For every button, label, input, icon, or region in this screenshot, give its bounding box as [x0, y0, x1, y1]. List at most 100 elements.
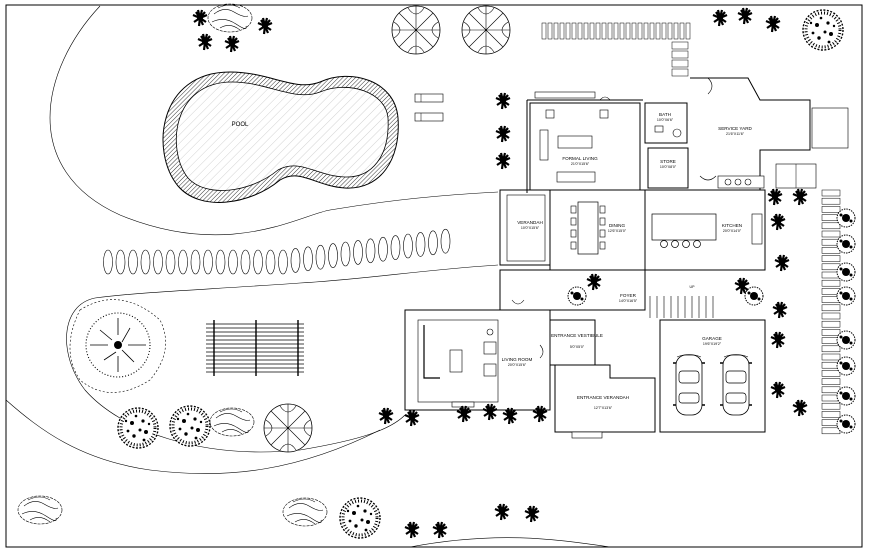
room-label-entrance-vestibule: ENTRANCE VESTIBULE 5'0"X5'0": [551, 333, 603, 349]
room-label-store: STORE 10'0"X8'0": [660, 159, 677, 169]
stepping-stone: [140, 249, 151, 275]
palm-plant: [523, 504, 541, 524]
stepping-stone: [340, 241, 351, 267]
stepping-stone: [115, 249, 126, 275]
paving-block: [821, 189, 841, 197]
svg-text:19'6"X19'2": 19'6"X19'2": [703, 342, 722, 346]
stepping-stone: [128, 249, 138, 275]
svg-text:VERANDAH: VERANDAH: [517, 220, 543, 225]
paving-block: [671, 59, 689, 68]
palm-plant: [494, 91, 512, 111]
room-label-verandah: VERANDAH 10'0"X15'6": [517, 220, 543, 230]
palm-plant: [791, 398, 809, 418]
palm-plant: [431, 520, 449, 540]
room-label-dining: DINING 12'6"X15'0": [608, 223, 627, 233]
room-label-formal-living: FORMAL LIVING 21'0"X15'6": [562, 156, 598, 166]
paving-block: [671, 41, 689, 50]
svg-text:FORMAL LIVING: FORMAL LIVING: [562, 156, 598, 161]
stepping-stone: [290, 248, 301, 273]
dining-chair: [599, 229, 606, 238]
house-plan: SERVICE YARD 21'6"X11'6" BATH 10'0"X6'6"…: [404, 77, 849, 439]
room-label-garage: GARAGE 19'6"X19'2": [702, 336, 722, 346]
paving-block: [821, 247, 841, 254]
paving-block: [565, 22, 571, 40]
paving-block: [821, 222, 841, 230]
dining-chair: [599, 241, 606, 250]
svg-text:BATH: BATH: [659, 112, 671, 117]
palm-plant: [736, 6, 754, 26]
lawn-edge-mid: [66, 264, 499, 453]
palm-plant: [585, 272, 603, 292]
lawn-edge-bottom: [409, 537, 611, 548]
paving-block: [821, 279, 841, 287]
svg-text:5'0"X5'0": 5'0"X5'0": [570, 345, 585, 349]
svg-text:STORE: STORE: [660, 159, 676, 164]
lawn-edge-top: [49, 5, 499, 236]
palm-plant: [711, 8, 729, 28]
stepping-stone: [328, 243, 338, 268]
palm-plant: [764, 14, 782, 34]
stepping-stone: [228, 249, 238, 275]
stepping-stone: [403, 233, 413, 259]
stepping-stone: [378, 236, 388, 262]
lawn-edge-left: [5, 399, 381, 474]
paving-block: [607, 22, 613, 40]
paving-block: [553, 22, 559, 40]
site-boundary: [5, 4, 863, 548]
palm-plant: [773, 253, 791, 273]
stepping-stone: [365, 238, 376, 264]
paving-block: [679, 22, 685, 40]
stepping-stone: [428, 230, 438, 256]
paving-block: [667, 22, 673, 40]
room-label-entrance-verandah: ENTRANCE VERANDAH 12'7"X13'6": [577, 395, 629, 410]
paving-block: [649, 22, 655, 40]
stepping-stone: [390, 235, 401, 260]
palm-plant: [769, 330, 787, 350]
stepping-stone: [315, 244, 326, 270]
paving-block: [821, 427, 841, 435]
stepping-stone: [190, 249, 201, 275]
svg-text:20'0"X15'6": 20'0"X15'6": [508, 363, 527, 367]
svg-text:21'0"X15'6": 21'0"X15'6": [571, 162, 590, 166]
paving-block: [559, 22, 565, 40]
stepping-stone: [278, 249, 288, 275]
palm-plant: [791, 187, 809, 207]
dining-chair: [570, 229, 577, 238]
paving-block: [671, 50, 689, 59]
dining-chair: [599, 205, 606, 214]
paving-block: [821, 345, 841, 353]
svg-text:10'0"X8'0": 10'0"X8'0": [660, 165, 677, 169]
palm-plant: [223, 34, 241, 54]
paving-block: [685, 22, 691, 40]
room-label-bath: BATH 10'0"X6'6": [657, 112, 674, 122]
paving-block: [821, 312, 841, 320]
kitchen-stool: [660, 240, 668, 248]
stepping-stone: [203, 249, 213, 275]
paving-block: [619, 22, 625, 40]
paving-block: [661, 22, 667, 40]
palm-plant: [494, 151, 512, 171]
palm-plant: [377, 406, 395, 426]
svg-text:12'7"X13'6": 12'7"X13'6": [594, 406, 613, 410]
svg-text:DINING: DINING: [609, 223, 626, 228]
svg-text:ENTRANCE VESTIBULE: ENTRANCE VESTIBULE: [551, 333, 603, 338]
palm-plant: [494, 124, 512, 144]
palm-plant: [403, 408, 421, 428]
dining-chair: [570, 241, 577, 250]
kitchen-stool: [682, 240, 690, 248]
paving-block: [821, 402, 841, 410]
svg-text:21'6"X11'6": 21'6"X11'6": [726, 132, 745, 136]
stepping-stone: [103, 249, 113, 275]
paving-block: [655, 22, 661, 40]
dining-chair: [599, 217, 606, 226]
paving-block: [671, 68, 689, 77]
paving-block: [571, 22, 577, 40]
kitchen-stool: [671, 240, 679, 248]
stepping-stone: [178, 249, 188, 275]
stepping-stone: [253, 249, 263, 275]
stepping-stone: [240, 249, 251, 275]
paving-block: [821, 411, 841, 418]
svg-text:GARAGE: GARAGE: [702, 336, 722, 341]
stepping-stone: [215, 249, 226, 275]
pergola: [206, 320, 304, 376]
